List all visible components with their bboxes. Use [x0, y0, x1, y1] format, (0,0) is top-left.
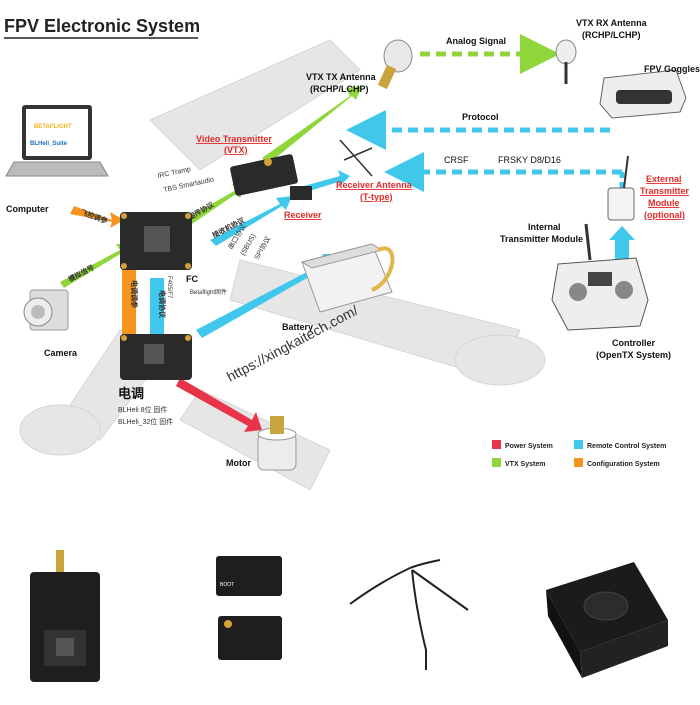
receiver-t-antenna: [339, 139, 373, 177]
external-tx-label-1: External: [646, 174, 682, 184]
fc-mcu: F405/F7: [166, 276, 172, 299]
esc-board: [120, 334, 192, 380]
motor-label: Motor: [226, 458, 251, 468]
external-tx-module: [607, 155, 635, 221]
fpv-goggles: [599, 69, 687, 119]
video-transmitter-label: Video Transmitter: [196, 134, 272, 144]
camera-label: Camera: [44, 348, 78, 358]
vtx-tx-antenna-sublabel: (RCHP/LCHP): [310, 84, 369, 94]
computer-label: Computer: [6, 204, 49, 214]
tbs-smartaudio-label: TBS Smartaudio: [163, 176, 215, 194]
fpv-goggles-label: FPV Goggles: [644, 64, 700, 74]
frsky-label: FRSKY D8/D16: [498, 155, 561, 165]
laptop-image: BETAFLIGHT BLHeli_Suite: [5, 105, 109, 177]
arrow-vtx-to-antenna: [262, 86, 362, 164]
svg-text:模拟信号: 模拟信号: [67, 263, 96, 284]
svg-text:电调调参: 电调调参: [130, 280, 139, 309]
esc-label: 电调: [118, 386, 144, 401]
video-transmitter-sublabel: (VTX): [224, 145, 248, 155]
vtx-rx-antenna-sublabel: (RCHP/LCHP): [582, 30, 641, 40]
esc-firmware-32bit: BLHeli_32位 固件: [118, 417, 173, 426]
diagram-canvas: FPV Electronic System BETAFLIGHT BLHeli_…: [4, 16, 700, 491]
betaflight-logo: BETAFLIGHT: [34, 124, 72, 130]
protocol-label: Protocol: [462, 112, 499, 122]
legend-label: VTX System: [505, 461, 545, 468]
esc-firmware-8bit: BLHeli 8位 固件: [118, 405, 167, 414]
blheli-logo: BLHeli_Suite: [30, 141, 68, 147]
internal-tx-label-2: Transmitter Module: [500, 234, 583, 244]
vtx-module-photo: [30, 550, 100, 682]
controller-sublabel: (OpenTX System): [596, 350, 671, 360]
internal-tx-label-1: Internal: [528, 222, 561, 232]
vtx-rx-antenna: [555, 39, 577, 84]
camera-image: [23, 289, 69, 331]
tx-module-photo: [546, 562, 668, 678]
receiver-label: Receiver: [284, 210, 322, 220]
product-photos: BOOT: [0, 520, 700, 700]
external-tx-label-4: (optional): [644, 210, 685, 220]
diagram-title: FPV Electronic System: [4, 16, 200, 36]
receiver-photo: BOOT: [216, 556, 282, 660]
arrow-to-receiver: [304, 170, 350, 192]
external-tx-label-3: Module: [648, 198, 680, 208]
vtx-board: [230, 154, 298, 196]
arrow-flight-params: 飞控调参: [70, 206, 124, 228]
vtx-rx-antenna-label: VTX RX Antenna: [576, 18, 648, 28]
arrow-controller-to-module: [609, 226, 635, 268]
legend-label: Power System: [505, 443, 553, 450]
receiver-boot-text: BOOT: [220, 582, 234, 588]
legend-swatch: [492, 440, 501, 449]
svg-text:电调协议: 电调协议: [158, 290, 167, 319]
arrow-analog-video: 模拟信号: [60, 244, 130, 288]
fc-board: [120, 212, 192, 270]
vtx-tx-antenna-label: VTX TX Antenna: [306, 72, 377, 82]
receiver-board: [290, 186, 312, 200]
motor-image: [257, 416, 297, 471]
receiver-antenna-sublabel: (T-type): [360, 192, 393, 202]
crsf-label: CRSF: [444, 155, 469, 165]
product-canvas: BOOT: [30, 550, 668, 682]
analog-signal-label: Analog Signal: [446, 36, 506, 46]
irc-tramp-label: IRC Tramp: [157, 166, 192, 180]
vtx-tx-antenna: [377, 39, 413, 90]
arrow-battery-to-esc: [196, 254, 340, 338]
legend-swatch: [492, 458, 501, 467]
battery-label: Battery: [282, 322, 313, 332]
external-tx-label-2: Transmitter: [640, 186, 690, 196]
controller-image: [551, 223, 649, 331]
legend-label: Configuration System: [587, 461, 660, 468]
controller-label: Controller: [612, 338, 655, 348]
legend-swatch: [574, 440, 583, 449]
fpv-diagram: FPV Electronic System BETAFLIGHT BLHeli_…: [4, 16, 700, 491]
svg-text:飞控调参: 飞控调参: [79, 207, 109, 225]
legend-swatch: [574, 458, 583, 467]
receiver-antenna-label: Receiver Antenna: [336, 180, 413, 190]
t-antenna-photo: [349, 559, 469, 670]
fc-label: FC: [186, 274, 198, 284]
battery-image: [300, 243, 395, 313]
fc-firmware: Betaflight固件: [190, 288, 227, 296]
arrow-esc-to-motor: [176, 378, 262, 432]
legend-label: Remote Control System: [587, 443, 666, 450]
